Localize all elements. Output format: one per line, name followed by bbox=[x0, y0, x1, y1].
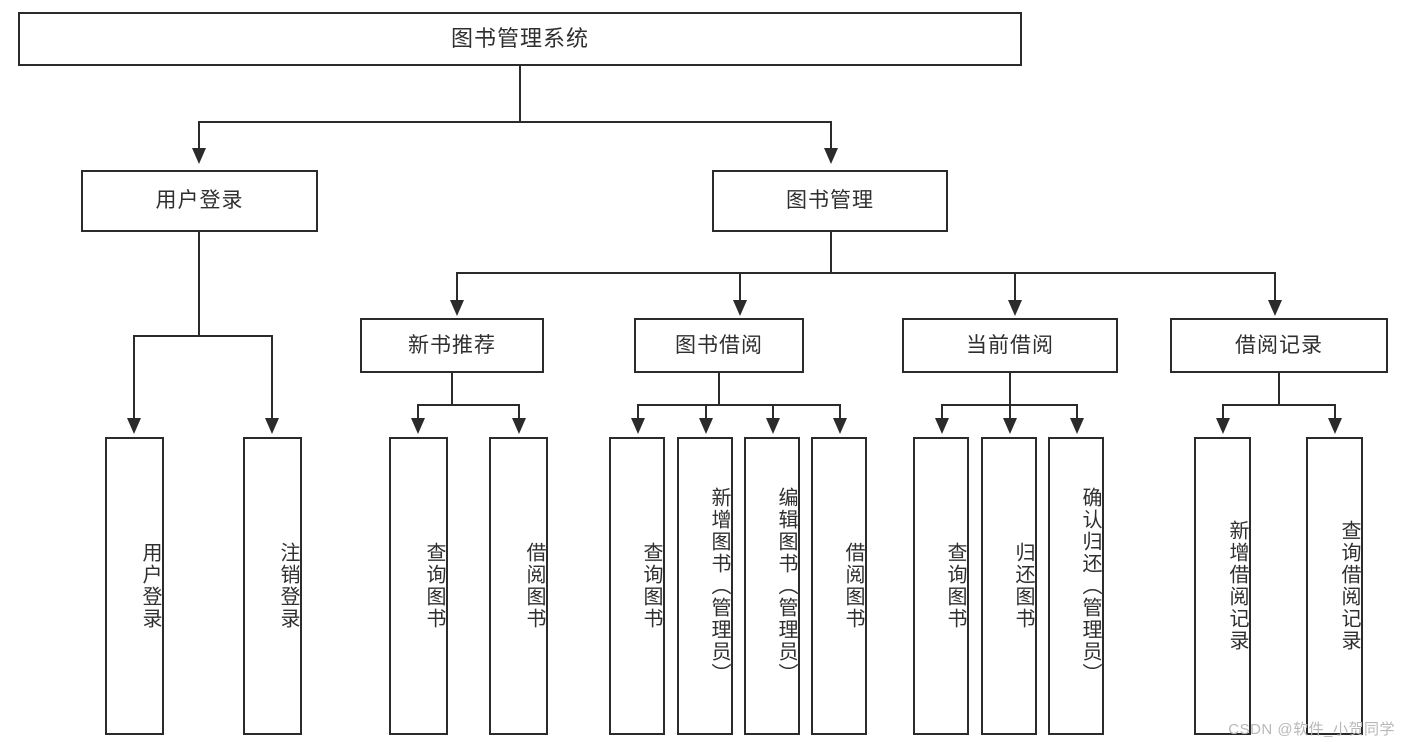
connector-borrow-record-leaf-1 bbox=[1334, 404, 1336, 418]
node-book-management[interactable]: 图书管理 bbox=[712, 170, 948, 232]
node-label: 查询图书 bbox=[640, 542, 662, 630]
node-current-borrow[interactable]: 当前借阅 bbox=[902, 318, 1118, 373]
node-label: 图书管理 bbox=[786, 189, 874, 213]
connector-borrow-record-bus bbox=[1222, 404, 1336, 406]
arrow-new-book-leaf-1 bbox=[512, 418, 526, 434]
connector-borrow-record-stem bbox=[1278, 373, 1280, 405]
arrow-user-login-leaf-1 bbox=[265, 418, 279, 434]
connector-new-book-leaf-1 bbox=[518, 404, 520, 418]
node-user-login[interactable]: 用户登录 bbox=[81, 170, 318, 232]
node-label: 归还图书 bbox=[1012, 542, 1034, 630]
leaf-new-book-0[interactable]: 查询图书 bbox=[389, 437, 448, 735]
connector-book-mgmt-bus bbox=[456, 272, 1276, 274]
node-label: 借阅图书 bbox=[523, 542, 545, 630]
leaf-book-borrow-3[interactable]: 借阅图书 bbox=[811, 437, 867, 735]
watermark: CSDN @软件_小贺同学 bbox=[1228, 721, 1395, 738]
arrow-book-borrow-leaf-2 bbox=[766, 418, 780, 434]
connector-user-login-stem bbox=[198, 232, 200, 336]
arrow-current-borrow-leaf-0 bbox=[935, 418, 949, 434]
arrow-borrow-record-leaf-1 bbox=[1328, 418, 1342, 434]
arrow-root-to-book-mgmt bbox=[824, 148, 838, 164]
arrow-book-borrow-leaf-1 bbox=[699, 418, 713, 434]
node-label: 新增图书（管理员） bbox=[708, 487, 730, 685]
connector-borrow-record-leaf-0 bbox=[1222, 404, 1224, 418]
node-new-book-recommend[interactable]: 新书推荐 bbox=[360, 318, 544, 373]
arrow-root-to-user-login bbox=[192, 148, 206, 164]
arrow-current-borrow-leaf-1 bbox=[1003, 418, 1017, 434]
connector-root-to-user-login bbox=[198, 121, 200, 148]
arrow-book-mgmt-child-2 bbox=[1008, 300, 1022, 316]
node-borrow-record[interactable]: 借阅记录 bbox=[1170, 318, 1388, 373]
leaf-user-login-0[interactable]: 用户登录 bbox=[105, 437, 164, 735]
node-label: 用户登录 bbox=[155, 189, 244, 213]
node-label: 编辑图书（管理员） bbox=[775, 487, 797, 685]
leaf-new-book-1[interactable]: 借阅图书 bbox=[489, 437, 548, 735]
arrow-book-borrow-leaf-3 bbox=[833, 418, 847, 434]
node-label: 查询图书 bbox=[944, 542, 966, 630]
leaf-borrow-record-0[interactable]: 新增借阅记录 bbox=[1194, 437, 1251, 735]
node-label: 用户登录 bbox=[139, 542, 161, 630]
node-label: 借阅图书 bbox=[842, 542, 864, 630]
connector-book-borrow-leaf-2 bbox=[772, 404, 774, 418]
node-label: 新书推荐 bbox=[408, 333, 496, 357]
node-label: 当前借阅 bbox=[966, 333, 1054, 357]
connector-current-borrow-leaf-0 bbox=[941, 404, 943, 418]
node-label: 图书管理系统 bbox=[450, 25, 589, 51]
arrow-book-mgmt-child-1 bbox=[733, 300, 747, 316]
connector-book-borrow-leaf-1 bbox=[705, 404, 707, 418]
connector-book-mgmt-child-3 bbox=[1274, 272, 1276, 302]
arrow-current-borrow-leaf-2 bbox=[1070, 418, 1084, 434]
leaf-user-login-1[interactable]: 注销登录 bbox=[243, 437, 302, 735]
connector-root-stem bbox=[519, 66, 521, 122]
arrow-book-borrow-leaf-0 bbox=[631, 418, 645, 434]
connector-book-mgmt-child-1 bbox=[739, 272, 741, 302]
connector-root-to-book-mgmt bbox=[830, 121, 832, 148]
connector-book-mgmt-child-2 bbox=[1014, 272, 1016, 302]
connector-new-book-stem bbox=[451, 373, 453, 405]
connector-current-borrow-stem bbox=[1009, 373, 1011, 405]
connector-new-book-bus bbox=[417, 404, 520, 406]
node-root-system[interactable]: 图书管理系统 bbox=[18, 12, 1022, 66]
connector-user-login-leaf-1 bbox=[271, 335, 273, 418]
node-label: 借阅记录 bbox=[1235, 333, 1323, 357]
node-book-borrow[interactable]: 图书借阅 bbox=[634, 318, 804, 373]
node-label: 新增借阅记录 bbox=[1226, 520, 1248, 652]
connector-user-login-leaf-0 bbox=[133, 335, 135, 418]
arrow-borrow-record-leaf-0 bbox=[1216, 418, 1230, 434]
connector-book-mgmt-stem bbox=[830, 232, 832, 273]
connector-book-borrow-bus bbox=[637, 404, 841, 406]
leaf-current-borrow-2[interactable]: 确认归还（管理员） bbox=[1048, 437, 1104, 735]
leaf-book-borrow-0[interactable]: 查询图书 bbox=[609, 437, 665, 735]
node-label: 查询图书 bbox=[423, 542, 445, 630]
connector-book-borrow-leaf-0 bbox=[637, 404, 639, 418]
arrow-book-mgmt-child-3 bbox=[1268, 300, 1282, 316]
node-label: 注销登录 bbox=[277, 542, 299, 630]
node-label: 确认归还（管理员） bbox=[1079, 487, 1101, 685]
arrow-book-mgmt-child-0 bbox=[450, 300, 464, 316]
leaf-borrow-record-1[interactable]: 查询借阅记录 bbox=[1306, 437, 1363, 735]
connector-book-borrow-stem bbox=[718, 373, 720, 405]
leaf-book-borrow-2[interactable]: 编辑图书（管理员） bbox=[744, 437, 800, 735]
node-label: 图书借阅 bbox=[675, 333, 763, 357]
node-label: 查询借阅记录 bbox=[1338, 520, 1360, 652]
arrow-new-book-leaf-0 bbox=[411, 418, 425, 434]
connector-current-borrow-leaf-2 bbox=[1076, 404, 1078, 418]
connector-current-borrow-leaf-1 bbox=[1009, 404, 1011, 418]
leaf-book-borrow-1[interactable]: 新增图书（管理员） bbox=[677, 437, 733, 735]
arrow-user-login-leaf-0 bbox=[127, 418, 141, 434]
connector-book-borrow-leaf-3 bbox=[839, 404, 841, 418]
leaf-current-borrow-1[interactable]: 归还图书 bbox=[981, 437, 1037, 735]
connector-new-book-leaf-0 bbox=[417, 404, 419, 418]
connector-user-login-bus bbox=[133, 335, 273, 337]
leaf-current-borrow-0[interactable]: 查询图书 bbox=[913, 437, 969, 735]
connector-book-mgmt-child-0 bbox=[456, 272, 458, 302]
connector-root-bus bbox=[198, 121, 832, 123]
